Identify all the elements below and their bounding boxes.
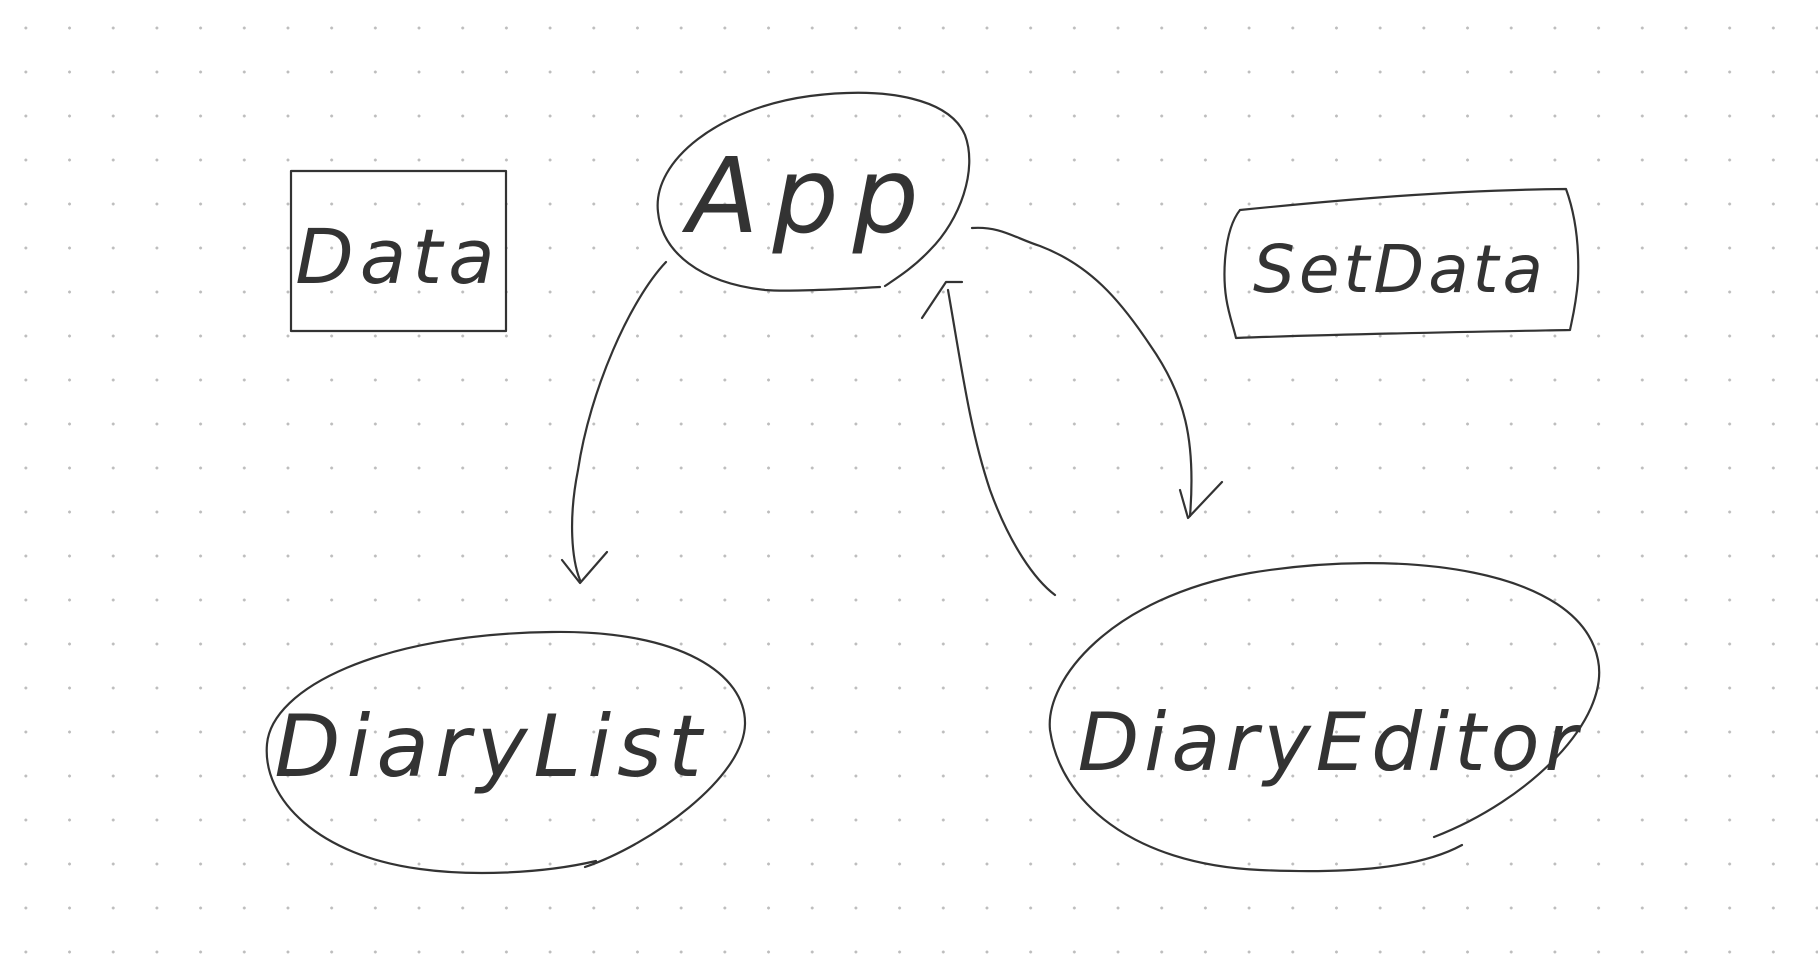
arrow-line [970, 226, 1193, 518]
app-ellipse [656, 91, 971, 292]
node-data[interactable]: Data [289, 169, 508, 333]
setdata-label: SetData [1253, 231, 1547, 308]
app-label: App [681, 135, 932, 257]
arrow-line [946, 288, 1057, 597]
diarylist-label: DiaryList [274, 697, 707, 797]
data-box [289, 169, 508, 333]
arrow-app-to-diaryeditor[interactable] [970, 226, 1224, 520]
node-setdata[interactable]: SetData [1223, 187, 1580, 340]
arrowhead-up-icon [920, 280, 964, 320]
data-label: Data [295, 212, 500, 301]
diaryeditor-ellipse [1048, 562, 1601, 873]
node-diaryeditor[interactable]: DiaryEditor [1048, 562, 1601, 873]
node-diarylist[interactable]: DiaryList [265, 630, 747, 875]
arrow-app-to-diarylist[interactable] [560, 260, 668, 585]
arrow-diaryeditor-to-app[interactable] [920, 280, 1057, 597]
arrowhead-down-icon [1178, 480, 1224, 520]
arrow-line [571, 260, 668, 582]
diarylist-ellipse [265, 630, 747, 875]
arrowhead-down-icon [560, 550, 609, 585]
setdata-box [1223, 187, 1580, 340]
diaryeditor-label: DiaryEditor [1078, 696, 1583, 789]
node-app[interactable]: App [656, 91, 971, 292]
